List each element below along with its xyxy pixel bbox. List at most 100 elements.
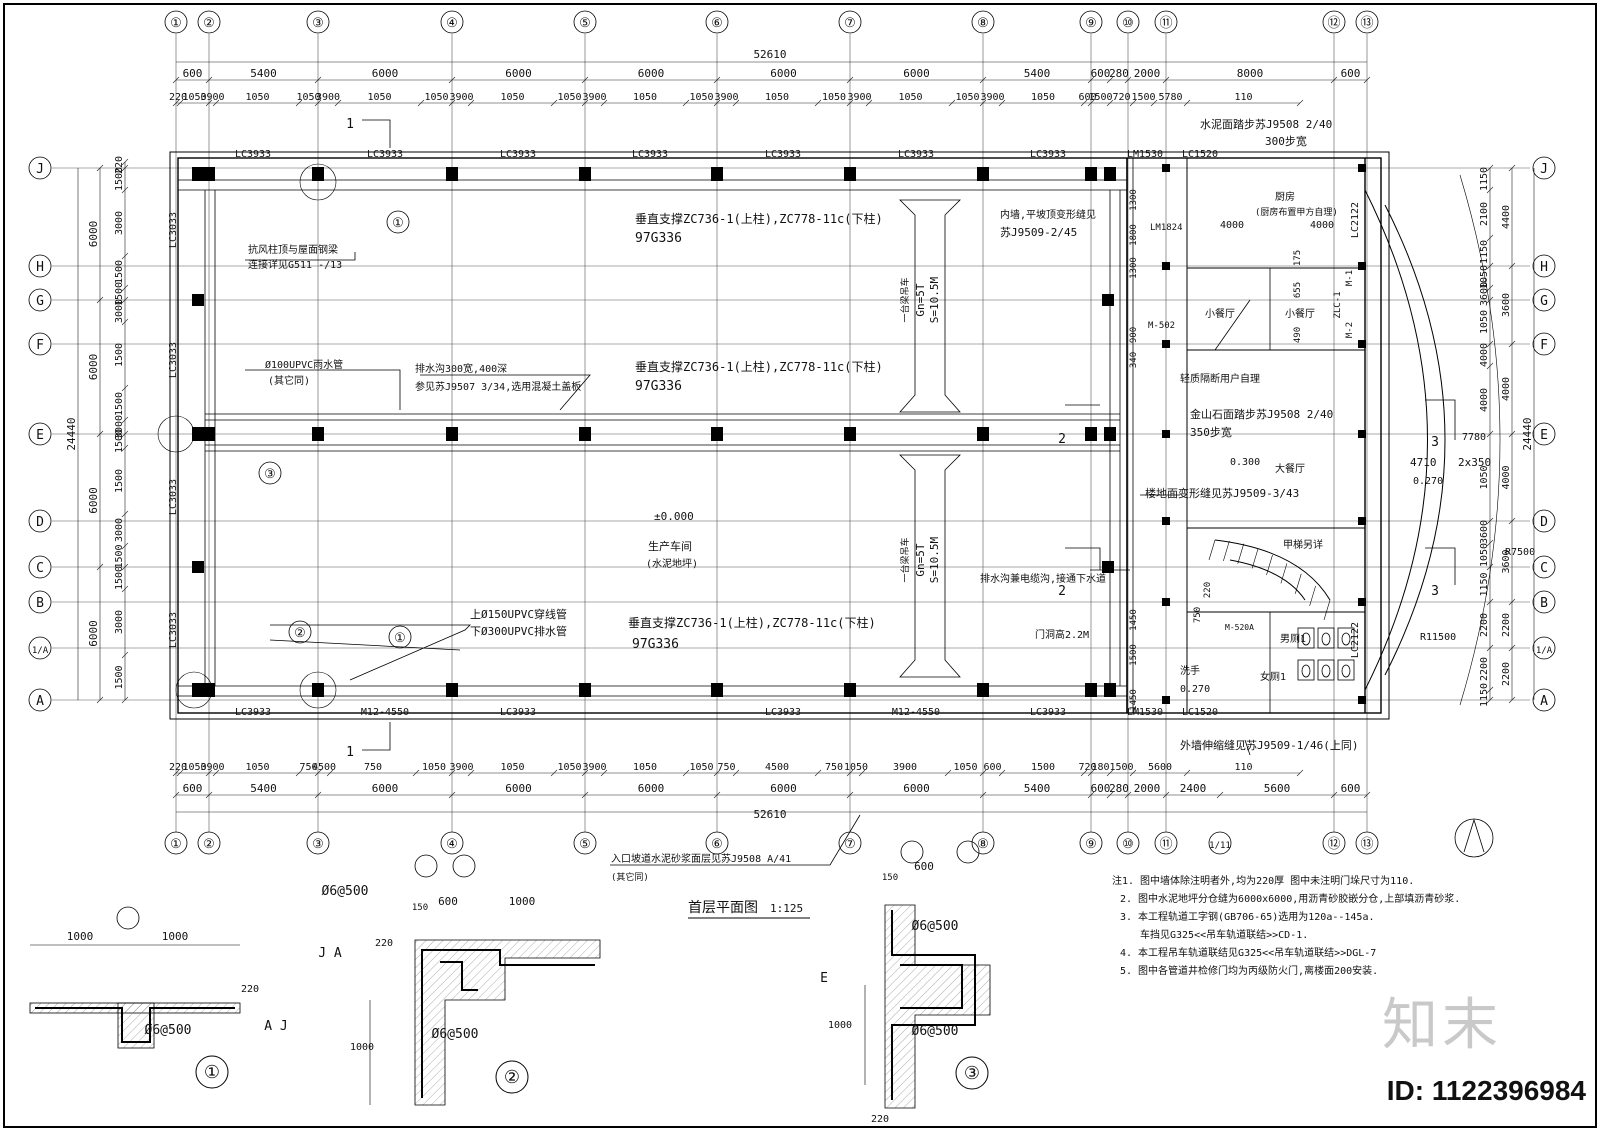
grid-label-bottom: ⑧ [977,837,989,852]
annotation-text: 2x350 [1458,456,1491,469]
stair-tread [1309,585,1316,607]
dimension-value: 750 [364,762,382,773]
dimension-value: 600 [1091,67,1111,80]
dimension-value: 750 [825,762,843,773]
section-mark: 2 [1058,432,1066,447]
column [1358,598,1366,606]
annotation-text-vertical: 340 [1129,352,1139,368]
dimension-value: 3000 [114,211,125,235]
grid-label-left: H [36,260,44,275]
section-mark: 3 [1431,584,1439,599]
stair-tread [1208,539,1216,561]
grid-label-bottom: ⑥ [711,837,723,852]
dimension-value: 1500 [114,665,125,689]
window-label: LC3933 [765,149,801,160]
column [312,427,324,441]
toilet-stall [1317,627,1335,649]
detail-text: 1000 [67,930,94,943]
grid-bubble [1079,10,1103,34]
grid-label-right: H [1540,260,1548,275]
dimension-value: 3900 [582,92,606,103]
column [1085,427,1097,441]
grid-bubble [838,10,862,34]
detail-text: 220 [241,984,259,995]
column [1358,696,1366,704]
dimension-value: 1050 [953,762,977,773]
annotation-text: 轻质隔断用户自理 [1180,372,1260,385]
annotation-text-vertical: 220 [1203,582,1213,598]
annotation-text-vertical: 1800 [1129,224,1139,246]
dimension-value: 6000 [903,782,930,795]
window-label: LC3933 [1030,149,1066,160]
grid-label-top: ④ [446,16,458,31]
column [977,427,989,441]
dimension-value: 1150 [1479,683,1490,707]
grid-label-bottom: ① [170,837,182,852]
grid-bubble [164,831,188,855]
annotation-text: 下Ø300UPVC排水管 [470,624,567,638]
dimension-value: 720 [1112,92,1130,103]
dimension-value: 3600 [1479,282,1490,306]
annotation-text: 上Ø150UPVC穿线管 [470,607,567,621]
overall-dimension: 52610 [753,808,786,821]
annotation-text: 生产车间 [648,539,692,553]
annotation-text-vertical: 1300 [1129,257,1139,279]
annotation-leaders [245,119,1494,866]
dimension-value: 1150 [1479,572,1490,596]
dimension-value: 6000 [372,67,399,80]
dimension-value: 1050 [557,92,581,103]
annotation-text: 洗手 [1180,664,1200,677]
dimension-value: 1050 [245,762,269,773]
dimension-value: 1500 [114,566,125,590]
annotation-text: 垂直支撑ZC736-1(上柱),ZC778-11c(下柱) [635,211,883,226]
dimension-value: 1500 [114,282,125,306]
annotation-text: 抗风柱顶与屋面钢梁 [248,243,338,256]
grid-label-right: J [1540,162,1548,177]
annotation-text-vertical: S=10.5M [928,276,941,323]
column [192,167,204,181]
window-label: LM1530 [1127,149,1163,160]
detail-text: 220 [871,1114,889,1125]
dimension-value: 1050 [245,92,269,103]
dimension-value: 1500 [114,392,125,416]
column [1162,340,1170,348]
annotation-text-vertical: 655 [1293,282,1303,298]
column [844,683,856,697]
building-walls [169,151,1501,720]
dimension-value: 2200 [1479,657,1490,681]
grid-label-left: J [36,162,44,177]
stair-tread [1223,540,1230,562]
dimension-value: 600 [983,762,1001,773]
section-mark: 1 [346,745,354,760]
grid-label-bottom: ⑪ [1159,837,1172,852]
scale-text: 1:125 [770,902,803,915]
grid-label-right: B [1540,596,1548,611]
dimension-value: 1050 [633,92,657,103]
dimension-value: 2200 [1501,662,1512,686]
annotation-text: 楼地面变形缝见苏J9509-3/43 [1145,486,1299,500]
dimension-value: 2200 [1501,613,1512,637]
dimension-value: 8000 [1237,67,1264,80]
annotation-text: 内墙,平坡顶变形缝见 [1000,208,1096,221]
annotation-text: 4710 [1410,456,1437,469]
annotation-text-vertical: 175 [1293,250,1303,266]
drawing-title: 首层平面图 1:125 [688,900,810,919]
grid-bubble [28,555,52,579]
grid-label-bottom: ⑤ [579,837,591,852]
detail-ref: ① [392,216,404,231]
dimension-value: 1050 [1031,92,1055,103]
total-dimension: 24440 [65,417,78,450]
grid-bubble [705,831,729,855]
note-line: 2. 图中水泥地坪分仓缝为6000x6000,用沥青砂胶嵌分仓,上部填沥青砂浆. [1120,892,1460,905]
overall-dimension: 52610 [753,48,786,61]
annotations: 垂直支撑ZC736-1(上柱),ZC778-11c(下柱)97G336垂直支撑Z… [157,117,1535,883]
grid-label-bottom: ⑨ [1085,837,1097,852]
dimension-value: 1050 [422,762,446,773]
column [844,427,856,441]
general-notes: 注1. 图中墙体除注明者外,均为220厚 图中未注明门垛尺寸为110.2. 图中… [1112,874,1460,977]
grid-bubble [28,422,52,446]
detail-text: ② [504,1067,520,1088]
window-label: M12-4550 [361,707,409,718]
detail-callout-circle [157,415,195,453]
detail-text: J A [318,946,342,961]
